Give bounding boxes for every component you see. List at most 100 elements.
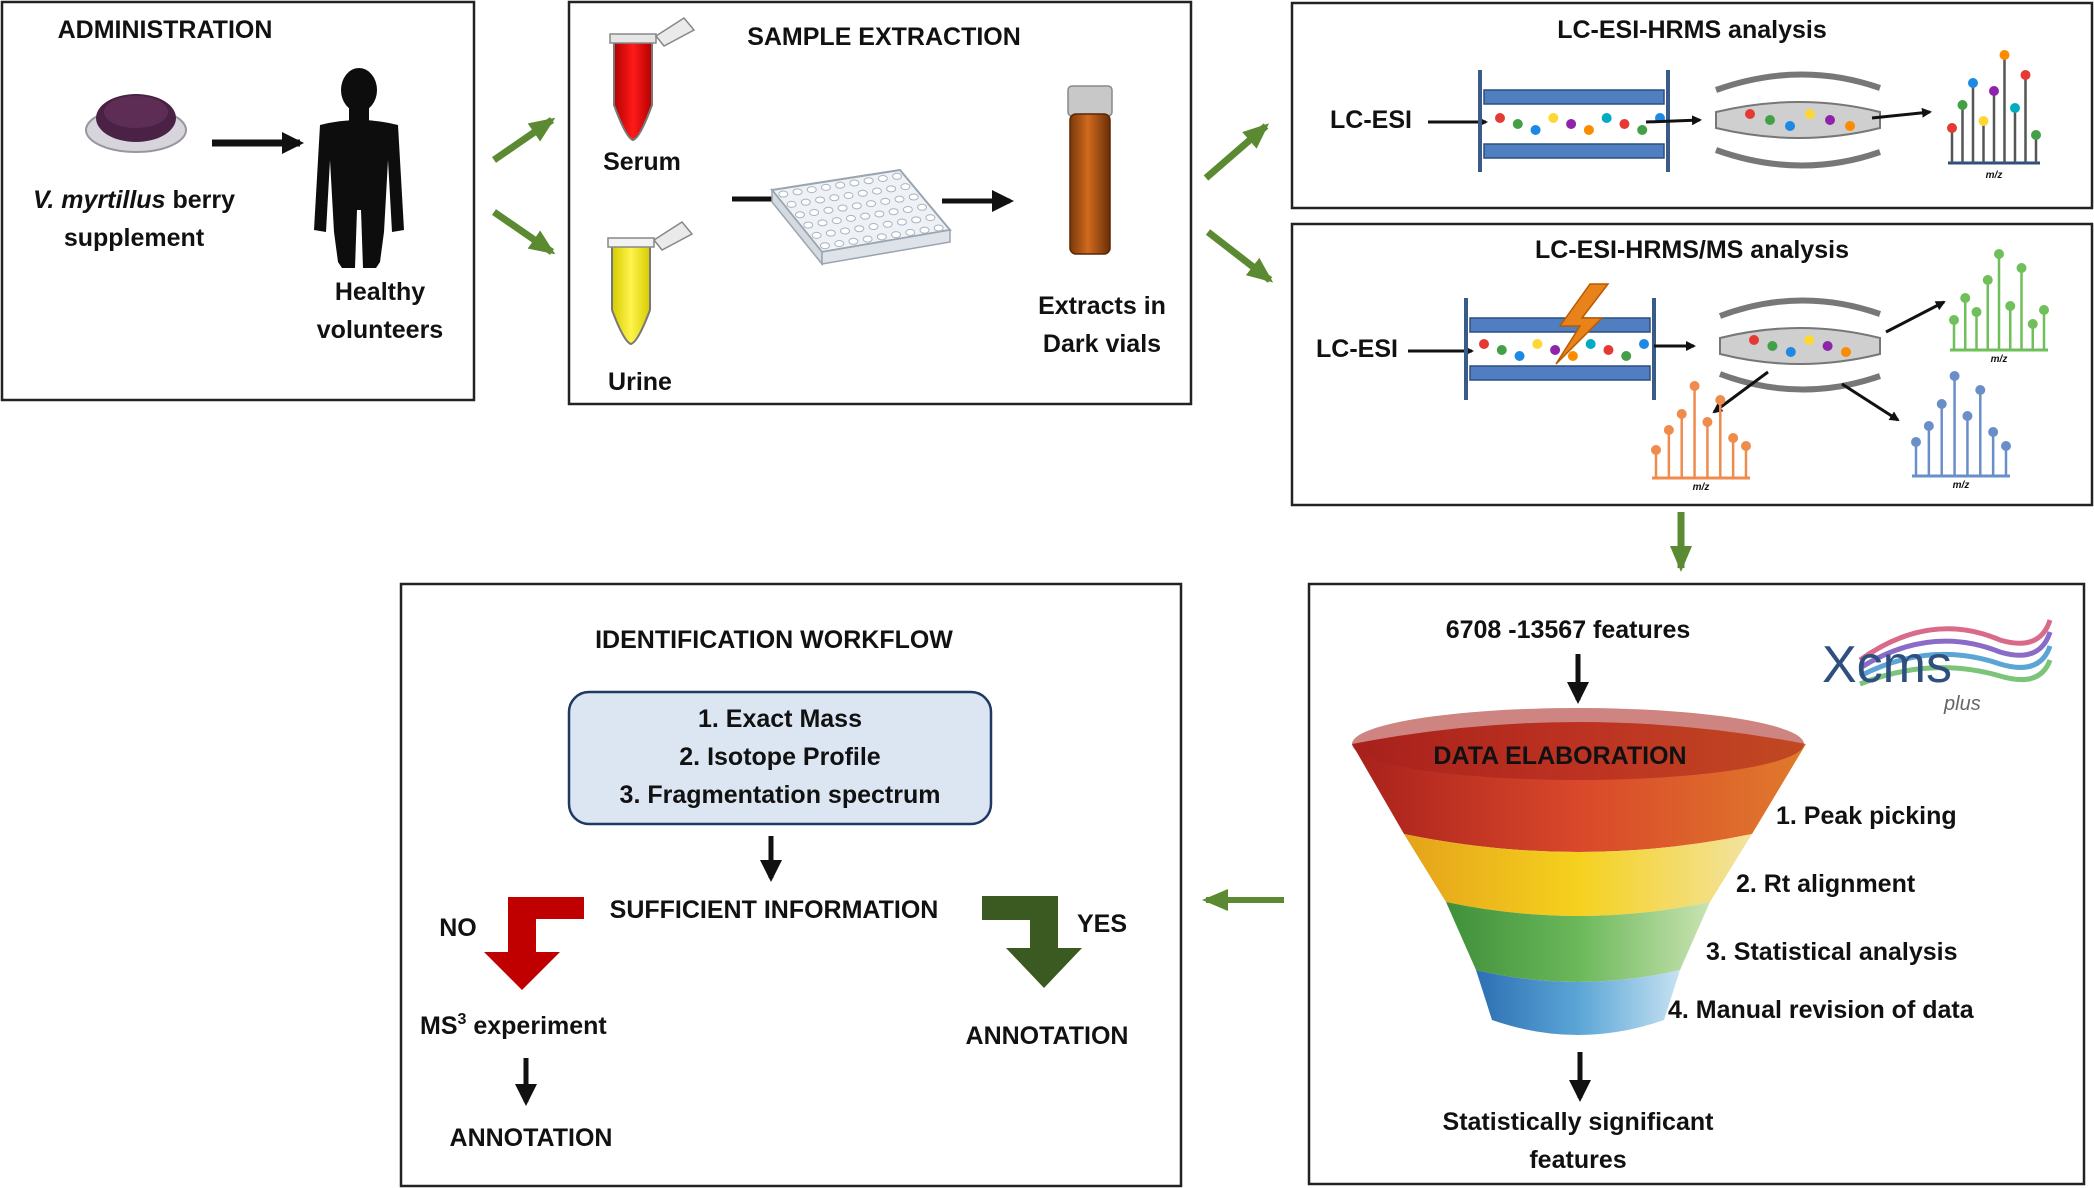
plate-well [863, 177, 874, 185]
ion-particle [1583, 125, 1594, 135]
lc-hrms-column [1478, 70, 1670, 172]
ion-particle [1749, 335, 1759, 345]
ion-particle [1822, 341, 1833, 351]
lc-hrms-ion-trap [1714, 71, 1881, 169]
plate-well [820, 183, 831, 191]
ion-particle [1514, 351, 1525, 361]
xcms-logo-text: Xcms [1822, 636, 1952, 694]
administration-title: ADMINISTRATION [58, 16, 273, 44]
spectrum-peak-tip [1999, 50, 2010, 60]
output-label: Statistically significant [1443, 1108, 1715, 1136]
plate-well [815, 196, 826, 204]
lc-hrms-particles [1495, 113, 1665, 135]
plate-well [819, 242, 830, 250]
annotation-no-branch: ANNOTATION [450, 1124, 613, 1152]
spectrum-peak-tip [2001, 441, 2011, 451]
plate-well [806, 186, 817, 194]
plate-well [857, 189, 868, 197]
plate-well [786, 200, 797, 208]
spectrum-peak-tip [2016, 263, 2027, 273]
plate-well [792, 188, 803, 196]
berry-powder-dish [85, 94, 187, 153]
lc-hrms-spectrum [1947, 50, 2041, 165]
plate-well [908, 193, 919, 201]
plate-well [880, 197, 891, 205]
lc-hrmsms-box [1290, 222, 2094, 507]
xcms-logo: Xcms plus [1822, 619, 2053, 715]
urine-label: Urine [608, 368, 672, 396]
msms-spectrum-orange [1651, 381, 1751, 480]
plate-well [854, 225, 865, 233]
plate-well [925, 214, 936, 222]
orange-spectrum-axis-label: m/z [1693, 482, 1710, 493]
lc-hrms-box [1290, 1, 2094, 210]
spectrum-peak-tip [1962, 411, 1973, 421]
plate-well [800, 198, 811, 206]
annotation-yes-branch: ANNOTATION [966, 1022, 1129, 1050]
flow-arrow-to-hrmsms [1205, 229, 1274, 283]
trap-to-blue-spectrum-arrow [1841, 382, 1900, 422]
plate-well [886, 185, 897, 193]
plate-well [823, 206, 834, 214]
trap-to-green-spectrum-arrow [1885, 300, 1946, 334]
plate-well [905, 228, 916, 236]
spectrum-peak-tip [1988, 427, 1999, 437]
spectrum-peak-tip [1989, 86, 1999, 96]
lc-hrmsms-trap-particles [1749, 335, 1851, 357]
plate-well [892, 172, 903, 180]
spectrum-peak-tip [1968, 78, 1978, 88]
spectrum-peak-tip [1975, 385, 1986, 395]
plate-well [900, 183, 911, 191]
msms-spectrum-blue [1911, 371, 2011, 478]
plate-well [835, 181, 846, 189]
spectrum-peak-tip [1936, 399, 1947, 409]
plate-well [862, 235, 873, 243]
ion-particle [1496, 345, 1507, 355]
plate-well [896, 218, 907, 226]
administration-box [0, 0, 476, 402]
ion-particle [1765, 115, 1775, 125]
plate-well [845, 214, 856, 222]
plate-well [843, 192, 854, 199]
plate-well [868, 223, 879, 230]
plate-well [894, 195, 905, 203]
no-branch-arrow [484, 897, 584, 990]
lc-hrmsms-source-label: LC-ESI [1316, 335, 1398, 363]
ion-particle [1495, 113, 1505, 123]
spectrum-peak-tip [1949, 315, 1959, 325]
ion-particle [1767, 341, 1778, 351]
plate-well [874, 210, 885, 218]
human-figure [314, 68, 404, 268]
plate-well [866, 200, 877, 208]
plate-well [829, 194, 840, 202]
plate-well [917, 203, 928, 211]
spectrum-peak-tip [1994, 249, 2004, 259]
ion-particle [1639, 339, 1649, 349]
plate-well [933, 224, 944, 232]
ion-particle [1621, 351, 1632, 361]
lc-hrmsms-particles [1479, 339, 1649, 361]
criteria-box [567, 690, 993, 826]
ion-particle [1512, 119, 1523, 129]
trap-to-orange-spectrum-arrow [1712, 370, 1769, 414]
ion-particle [1637, 125, 1648, 135]
output-label-line2: features [1529, 1146, 1626, 1174]
criterion-fragmentation: 3. Fragmentation spectrum [620, 781, 941, 809]
ms3-experiment-label: MS3 experiment [420, 1011, 607, 1040]
dark-vial-icon [1067, 85, 1113, 255]
spectrum-peak-tip [1676, 409, 1687, 419]
spectrum-peak-tip [1982, 275, 1993, 285]
ion-particle [1841, 347, 1851, 357]
spectrum-peak-tip [2039, 305, 2049, 315]
plate-well [837, 204, 848, 212]
ion-particle [1785, 347, 1796, 357]
plate-well [882, 220, 893, 228]
spectrum-peak-tip [1960, 293, 1971, 303]
spectrum-peak-tip [1911, 437, 1921, 447]
plate-well [831, 217, 842, 225]
lc-hrms-trap-particles [1745, 109, 1855, 131]
plate-well [848, 237, 859, 245]
ion-particle [1601, 113, 1612, 123]
plate-well [860, 212, 871, 220]
